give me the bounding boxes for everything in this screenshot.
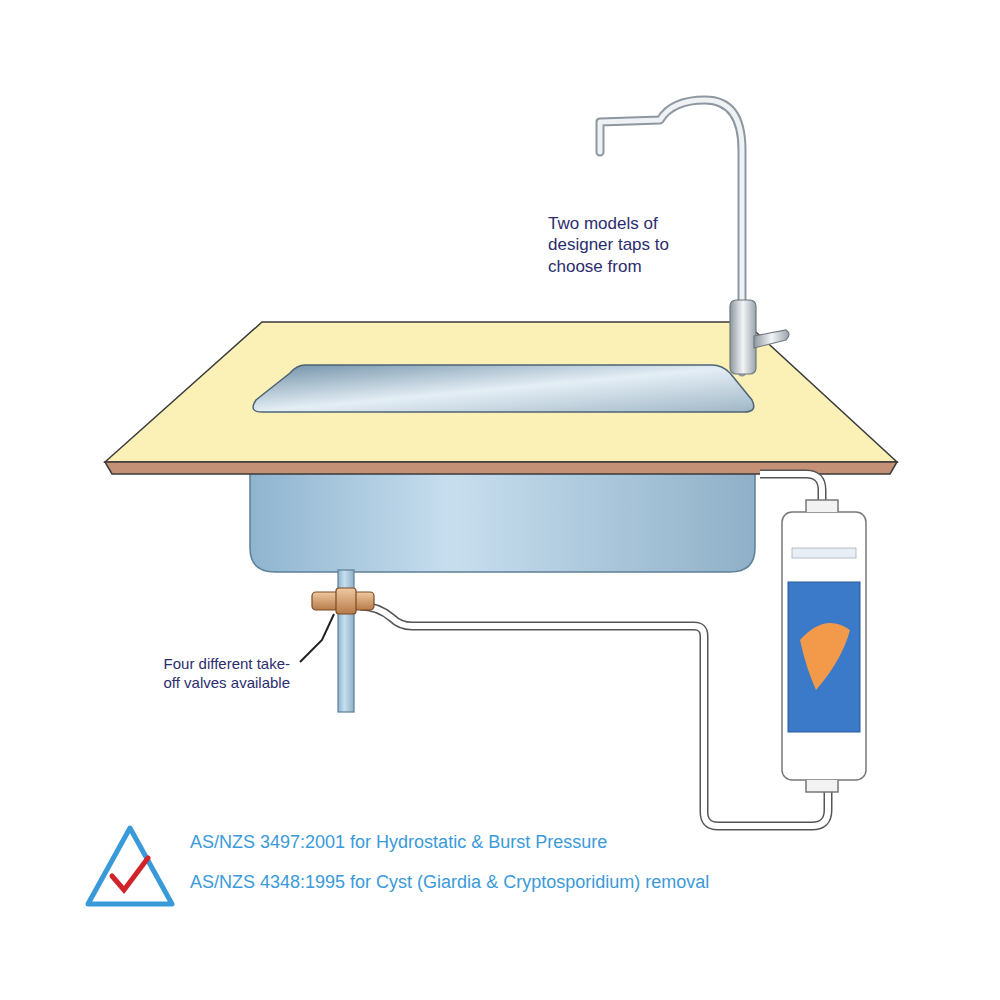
sink-basin [250,470,755,572]
water-tube-inner [360,606,828,826]
certification-mark [88,828,172,904]
valve-note: Four different take-off valves available [150,655,290,693]
valve-body [336,588,356,614]
tap-note: Two models of designer taps to choose fr… [548,213,718,277]
filter-cartridge [782,512,866,780]
leader-line [300,614,334,662]
water-tube [360,606,828,826]
sink-opening [253,365,754,412]
standard-note: AS/NZS 3497:2001 for Hydrostatic & Burst… [190,831,607,854]
standard-note: AS/NZS 4348:1995 for Cyst (Giardia & Cry… [190,871,709,894]
tap-body [730,300,756,374]
countertop [105,322,897,462]
filter-label [788,582,860,732]
filter-label-art [800,623,850,690]
check-mark [112,858,148,890]
filter-brand [792,548,856,558]
tap-lever [754,330,789,348]
tap-tube [760,474,822,502]
tap-tube-inner [760,474,822,502]
